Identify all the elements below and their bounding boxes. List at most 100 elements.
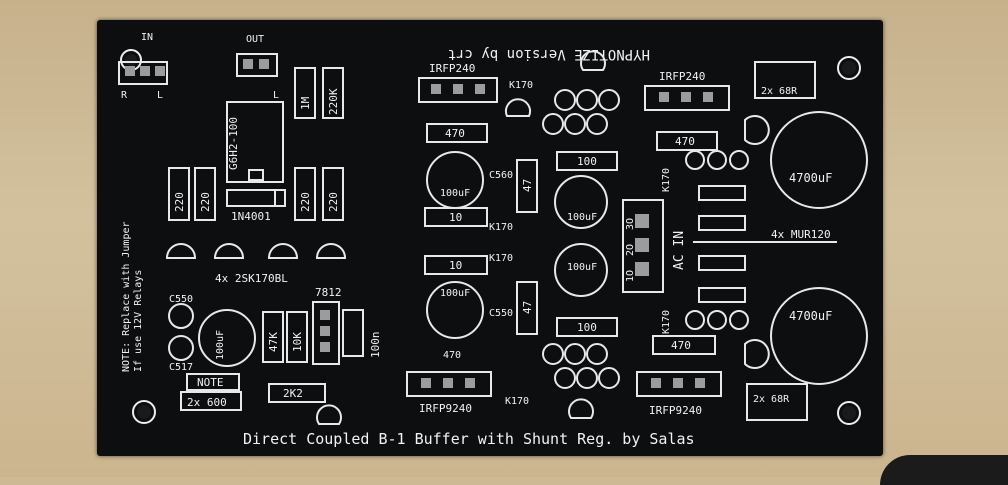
jfet-group	[165, 243, 347, 259]
res-47k-label: 47K	[267, 332, 280, 352]
res-47-bottom-label: 47	[521, 301, 534, 314]
jfet-note: 4x 2SK170BL	[215, 272, 288, 285]
c550-label-center: C550	[489, 308, 513, 319]
resistor-10-top	[424, 207, 488, 227]
two-68r-top-label: 2x 68R	[761, 86, 798, 97]
resistor-220-d	[322, 167, 344, 221]
transistor-cluster-top	[542, 89, 620, 135]
res-100-bottom-label: 100	[577, 321, 597, 334]
resistor-2x68r-bottom	[746, 383, 808, 421]
note-line-1: NOTE: Replace with Jumper	[121, 221, 132, 372]
res-10k-label: 10K	[291, 332, 304, 352]
transistor-cluster-bottom	[542, 343, 620, 389]
resistor-1m-label: 1M	[299, 96, 312, 110]
diode-1n4001-label: 1N4001	[231, 210, 271, 223]
reg-7812	[312, 301, 340, 365]
ac-pin-3: 3O	[625, 218, 636, 230]
board-title: HYPNOTIZE Version by crt	[448, 46, 650, 62]
resistor-10-bottom	[424, 255, 488, 275]
diode-1n4001	[226, 189, 286, 207]
ac-in-label: AC IN	[672, 231, 687, 270]
res-100-top-label: 100	[577, 155, 597, 168]
res-220-d-label: 220	[327, 192, 340, 212]
c560-label: C560	[489, 170, 513, 181]
resistor-100-top	[556, 151, 618, 171]
irfp240-right	[644, 85, 730, 111]
irfp9240-right-label: IRFP9240	[649, 404, 702, 417]
in-label: IN	[141, 32, 153, 43]
k170-d: K170	[505, 396, 529, 407]
resistor-100-bottom	[556, 317, 618, 337]
out-label: OUT	[246, 34, 264, 45]
c550-label-left: C550	[169, 294, 193, 305]
resistor-47k	[262, 311, 284, 363]
resistor-220k-label: 220K	[327, 88, 340, 115]
resistor-220-a	[168, 167, 190, 221]
input-l-label: L	[157, 90, 163, 101]
note-600-label: 2x 600	[187, 396, 227, 409]
cap-100uf-a	[426, 151, 484, 209]
irfp9240-left-label: IRFP9240	[419, 402, 472, 415]
res-47-top-label: 47	[521, 179, 534, 192]
cap-4700uf-bottom	[770, 287, 868, 385]
cap-100uf-left	[198, 309, 256, 367]
output-connector	[236, 53, 278, 77]
res-470-top-right-label: 470	[675, 135, 695, 148]
output-l-label: L	[273, 90, 279, 101]
cap-100n	[342, 309, 364, 357]
res-10-bottom-label: 10	[449, 259, 462, 272]
irfp9240-left	[406, 371, 492, 397]
note-box	[186, 373, 240, 391]
cap-100uf-c-label: 100uF	[567, 262, 597, 273]
cap-100uf-a-label: 100uF	[440, 188, 470, 199]
res-470-top-label: 470	[445, 127, 465, 140]
note-box-label: NOTE	[197, 376, 224, 389]
irfp240-right-label: IRFP240	[659, 70, 705, 83]
irfp240-left-label: IRFP240	[429, 62, 475, 75]
k170-b: K170	[489, 222, 513, 233]
two-68r-bottom-label: 2x 68R	[753, 394, 790, 405]
resistor-2x68r-top	[754, 61, 816, 99]
resistor-2k2	[268, 383, 326, 403]
cap-100uf-c	[554, 243, 608, 297]
board-footer: Direct Coupled B-1 Buffer with Shunt Reg…	[243, 430, 695, 448]
res-220-b-label: 220	[199, 192, 212, 212]
cap-4700uf-top-label: 4700uF	[789, 171, 832, 185]
resistor-220k	[322, 67, 344, 119]
relay	[226, 101, 284, 183]
res-220-c-label: 220	[299, 192, 312, 212]
cap-100uf-left-label: 100uF	[215, 330, 226, 360]
cap-100uf-b	[554, 175, 608, 229]
input-r-label: R	[121, 90, 128, 101]
cap-100uf-d-label: 100uF	[440, 288, 470, 299]
resistor-220-b	[194, 167, 216, 221]
resistor-10k	[286, 311, 308, 363]
res-220-a-label: 220	[173, 192, 186, 212]
note-line-2: If use 12V Relays	[133, 270, 144, 372]
pcb-board: HYPNOTIZE Version by crt R L IN OUT L 1M…	[97, 20, 883, 456]
mur120-note: 4x MUR120	[771, 228, 831, 241]
k170-a: K170	[509, 80, 533, 91]
cap-4700uf-top	[770, 111, 868, 209]
res-10-top-label: 10	[449, 211, 462, 224]
cap-4700uf-bottom-label: 4700uF	[789, 309, 832, 323]
k170-f: K170	[661, 310, 672, 334]
pcb-silkscreen: HYPNOTIZE Version by crt R L IN OUT L 1M…	[118, 32, 868, 448]
k170-c: K170	[489, 253, 513, 264]
ac-pin-2: 2O	[625, 244, 636, 256]
resistor-47-top	[516, 159, 538, 213]
mur120-diodes	[698, 185, 746, 303]
relay-label: G6H2-100	[227, 117, 240, 170]
res-2k2-label: 2K2	[283, 387, 303, 400]
k170-e: K170	[661, 168, 672, 192]
resistor-220-c	[294, 167, 316, 221]
resistor-470-top-right	[656, 131, 718, 151]
resistor-470-bottom-right	[652, 335, 716, 355]
ac-pin-1: 1O	[625, 270, 636, 282]
transistor-row-right	[685, 150, 749, 330]
resistor-470-top	[426, 123, 488, 143]
resistor-1m	[294, 67, 316, 119]
reg-7812-label: 7812	[315, 286, 342, 299]
irfp240-left	[418, 77, 498, 103]
cap-100n-label: 100n	[369, 332, 382, 359]
